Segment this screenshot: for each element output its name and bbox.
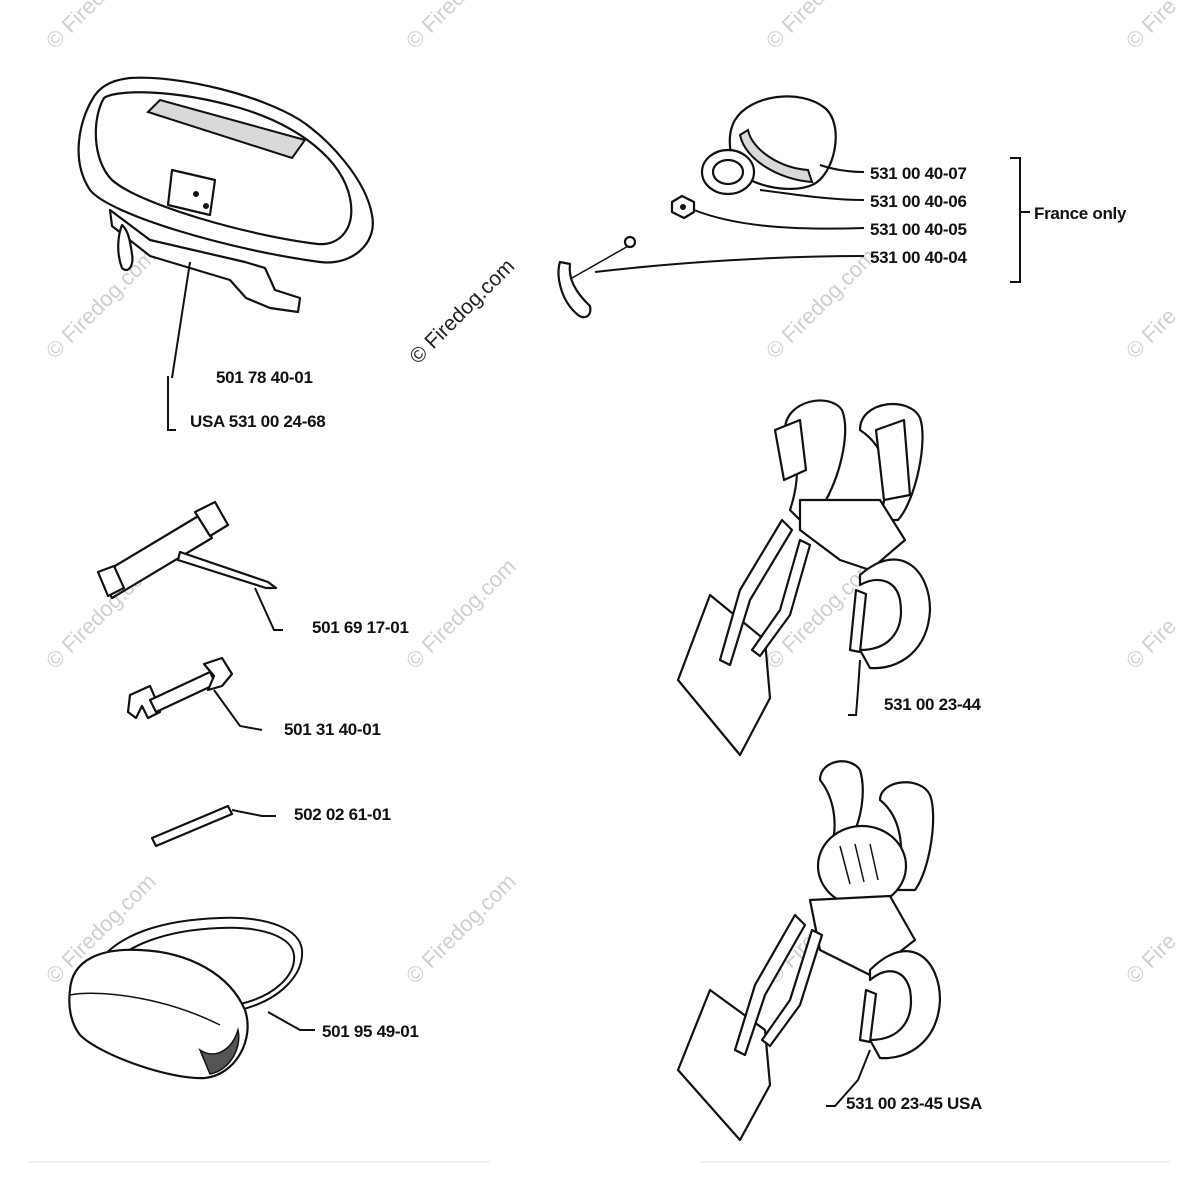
- combi-wrench-drawing: [96, 500, 283, 631]
- harness-usa-drawing: [676, 760, 942, 1142]
- watermark: © Fire: [1121, 0, 1180, 54]
- france-only-note: France only: [1034, 204, 1127, 223]
- part-number-cap-4: 531 00 40-04: [870, 248, 967, 267]
- part-number-carry-bag: 501 78 40-01: [216, 368, 313, 387]
- spanner-drawing: [126, 656, 263, 731]
- part-number-harness: 531 00 23-44: [884, 695, 981, 714]
- part-number-blade-guard: 501 95 49-01: [322, 1022, 419, 1041]
- watermark: © Firedog.com: [761, 0, 881, 54]
- part-number-harness-usa: 531 00 23-45 USA: [846, 1094, 982, 1113]
- watermark: © Firedog.com: [41, 0, 161, 54]
- part-number-cap-3: 531 00 40-05: [870, 220, 967, 239]
- part-number-cap-1: 531 00 40-07: [870, 164, 967, 183]
- part-number-spanner: 501 31 40-01: [284, 720, 381, 739]
- watermark: © Firedog.com: [761, 244, 881, 364]
- pin-drawing: [150, 804, 276, 848]
- part-number-combi-wrench: 501 69 17-01: [312, 618, 409, 637]
- watermark-center: © Firedog.com: [405, 255, 519, 369]
- watermark: © Fire: [1121, 303, 1180, 363]
- watermark: © Firedog.com: [401, 0, 521, 54]
- watermark: © Fire: [1121, 613, 1180, 673]
- part-number-carry-bag-usa: USA 531 00 24-68: [190, 412, 325, 431]
- part-number-pin: 502 02 61-01: [294, 805, 391, 824]
- harness-drawing: [676, 399, 932, 757]
- watermark: © Fire: [1121, 928, 1180, 988]
- blade-guard-drawing: [68, 916, 315, 1080]
- watermark: © Firedog.com: [401, 554, 521, 674]
- part-number-cap-2: 531 00 40-06: [870, 192, 967, 211]
- cap-kit-drawing: [557, 95, 1030, 319]
- carry-bag-drawing: [77, 76, 374, 431]
- watermark: © Firedog.com: [41, 244, 161, 364]
- watermark: © Firedog.com: [401, 869, 521, 989]
